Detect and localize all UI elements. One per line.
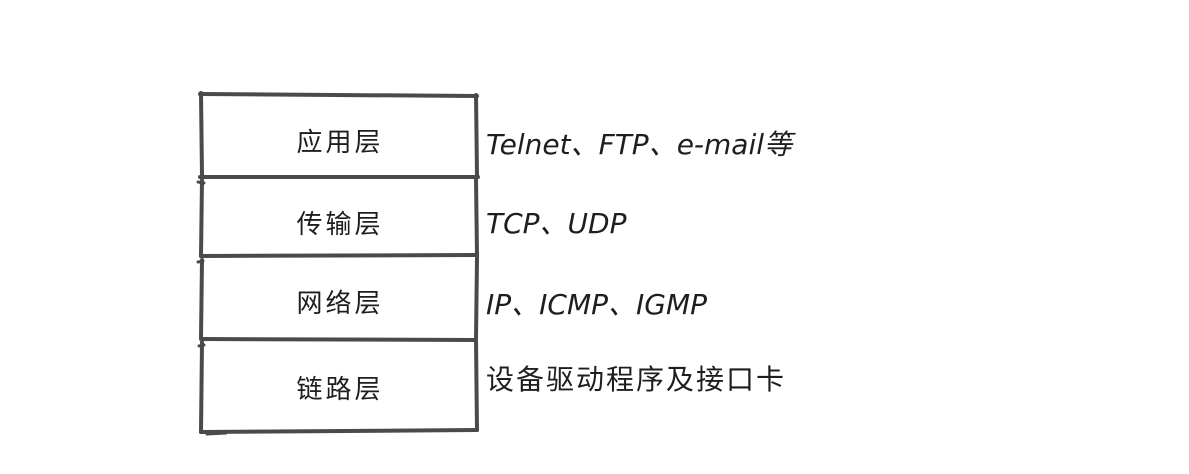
stack-bottom-edge (199, 428, 479, 434)
stack-left-edge (199, 91, 204, 434)
layer-name-transport: 传输层 (296, 210, 384, 240)
protocols-transport: TCP、UDP (486, 207, 627, 240)
layer-name-link: 链路层 (296, 375, 384, 405)
divider-network-link (199, 337, 478, 342)
layer-name-application: 应用层 (296, 128, 384, 158)
stack-top-edge (198, 92, 479, 98)
divider-transport-network (199, 253, 479, 258)
protocols-application: Telnet、FTP、e-mail等 (486, 128, 793, 161)
protocols-link: 设备驱动程序及接口卡 (486, 363, 787, 396)
layer-name-network: 网络层 (296, 289, 384, 319)
protocols-network: IP、ICMP、IGMP (486, 288, 707, 321)
stack-right-edge (474, 93, 479, 432)
